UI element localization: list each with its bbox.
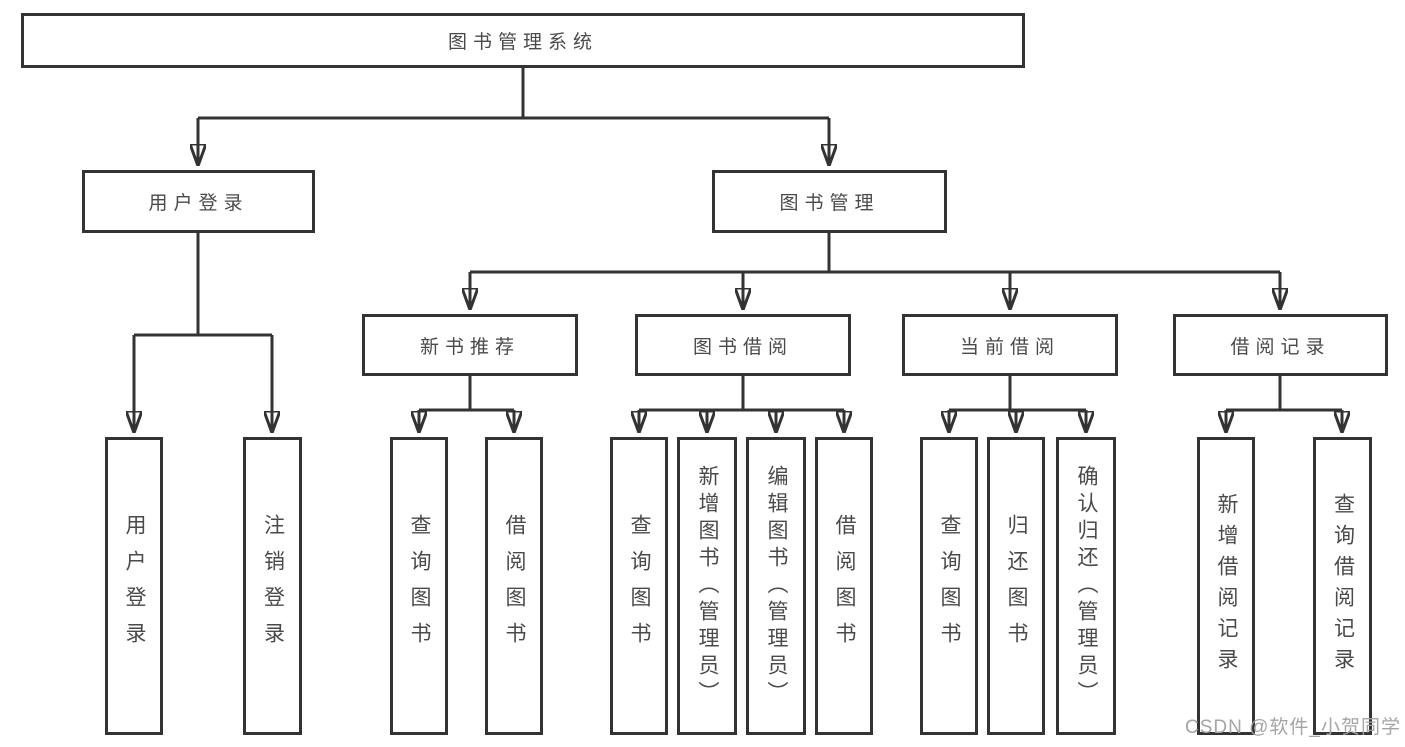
node-label: 借阅记录 — [1230, 336, 1331, 358]
node-current-borrowing: 当前借阅 — [902, 314, 1118, 376]
connector-root-to-level2 — [198, 68, 829, 165]
node-label: 用户登录 — [148, 193, 249, 214]
leaf-label: 查询图书 — [408, 514, 431, 658]
leaf-confirm-return-admin: 确认归还（管理员） — [1056, 437, 1116, 735]
leaf-label: 新增图书（管理员） — [696, 464, 719, 708]
node-user-login: 用户登录 — [82, 170, 315, 233]
connector-borrow-to-leaves — [639, 376, 844, 432]
leaf-return-books: 归还图书 — [987, 437, 1045, 735]
node-book-borrowing: 图书借阅 — [635, 314, 851, 376]
leaf-borrow-books: 借阅图书 — [485, 437, 543, 735]
leaf-add-borrow-record: 新增借阅记录 — [1197, 437, 1255, 735]
node-label: 新书推荐 — [419, 336, 520, 358]
leaf-label: 确认归还（管理员） — [1075, 464, 1098, 708]
node-new-book-recommendation: 新书推荐 — [362, 314, 578, 376]
node-label: 图书管理 — [779, 193, 880, 214]
connector-login-to-leaves — [134, 233, 272, 432]
leaf-label: 查询借阅记录 — [1331, 493, 1355, 679]
node-label: 图书管理系统 — [447, 32, 598, 53]
node-label: 当前借阅 — [959, 336, 1060, 358]
leaf-query-books: 查询图书 — [390, 437, 448, 735]
node-book-management: 图书管理 — [712, 170, 947, 233]
leaf-label: 查询图书 — [628, 514, 651, 658]
connector-current-to-leaves — [949, 376, 1086, 432]
leaf-edit-books-admin: 编辑图书（管理员） — [746, 437, 806, 735]
node-label: 图书借阅 — [692, 336, 793, 358]
leaf-user-login: 用户登录 — [105, 437, 163, 735]
leaf-label: 归还图书 — [1005, 514, 1028, 658]
csdn-watermark: CSDN @软件_小贺同学 — [1185, 717, 1401, 738]
leaf-label: 借阅图书 — [503, 514, 526, 658]
connector-records-to-leaves — [1226, 376, 1342, 432]
connector-mgmt-to-level3 — [470, 233, 1280, 309]
leaf-label: 注销登录 — [261, 514, 285, 658]
leaf-label: 借阅图书 — [833, 514, 856, 658]
leaf-borrow-books: 借阅图书 — [815, 437, 873, 735]
leaf-query-books: 查询图书 — [610, 437, 668, 735]
leaf-label: 新增借阅记录 — [1215, 493, 1238, 679]
leaf-logout: 注销登录 — [243, 437, 302, 735]
leaf-query-books: 查询图书 — [920, 437, 978, 735]
leaf-label: 用户登录 — [123, 514, 146, 658]
leaf-label: 查询图书 — [938, 514, 961, 658]
leaf-query-borrow-record: 查询借阅记录 — [1313, 437, 1372, 735]
leaf-add-books-admin: 新增图书（管理员） — [677, 437, 737, 735]
node-borrowing-records: 借阅记录 — [1173, 314, 1388, 376]
node-library-management-system: 图书管理系统 — [21, 13, 1025, 68]
connector-newbook-to-leaves — [419, 376, 514, 432]
leaf-label: 编辑图书（管理员） — [765, 464, 788, 708]
